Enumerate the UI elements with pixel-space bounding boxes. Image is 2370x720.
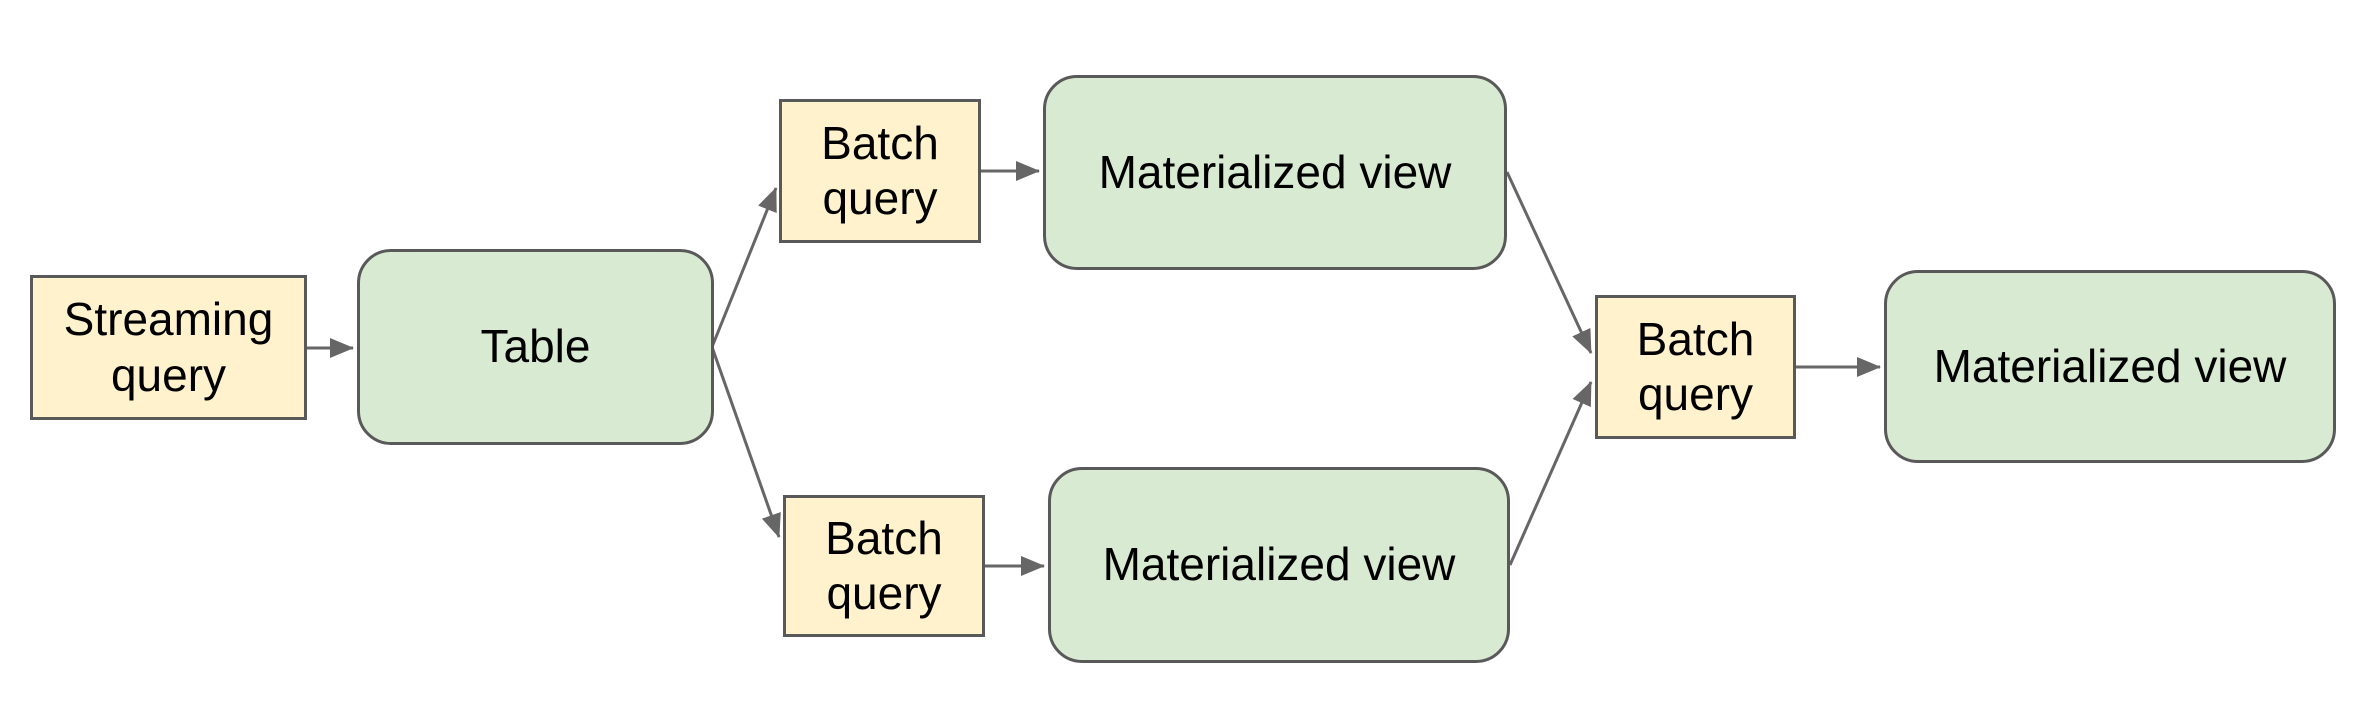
node-batch-query-bottom: Batch query [783, 495, 985, 637]
node-label: Batch query [821, 116, 939, 224]
node-batch-query-right: Batch query [1595, 295, 1796, 439]
node-materialized-view-bottom: Materialized view [1048, 467, 1510, 663]
edge-table-to-batch-query-bottom [710, 346, 781, 538]
node-batch-query-top: Batch query [779, 99, 981, 243]
node-label: Batch query [1636, 312, 1755, 420]
node-label: Materialized view [1098, 145, 1452, 198]
node-label: Materialized view [1102, 538, 1456, 591]
edge-materialized-view-bottom-to-batch-query-right [1508, 381, 1593, 566]
node-table: Table [357, 249, 714, 445]
node-materialized-view-top: Materialized view [1043, 75, 1507, 270]
node-label: Table [480, 320, 591, 373]
edge-materialized-view-top-to-batch-query-right [1505, 171, 1593, 354]
node-streaming-query: Streaming query [30, 275, 307, 420]
node-label: Streaming query [63, 293, 274, 401]
node-label: Materialized view [1933, 339, 2287, 392]
node-materialized-view-right: Materialized view [1884, 270, 2336, 463]
edge-table-to-batch-query-top [710, 187, 778, 348]
node-label: Batch query [825, 511, 943, 619]
